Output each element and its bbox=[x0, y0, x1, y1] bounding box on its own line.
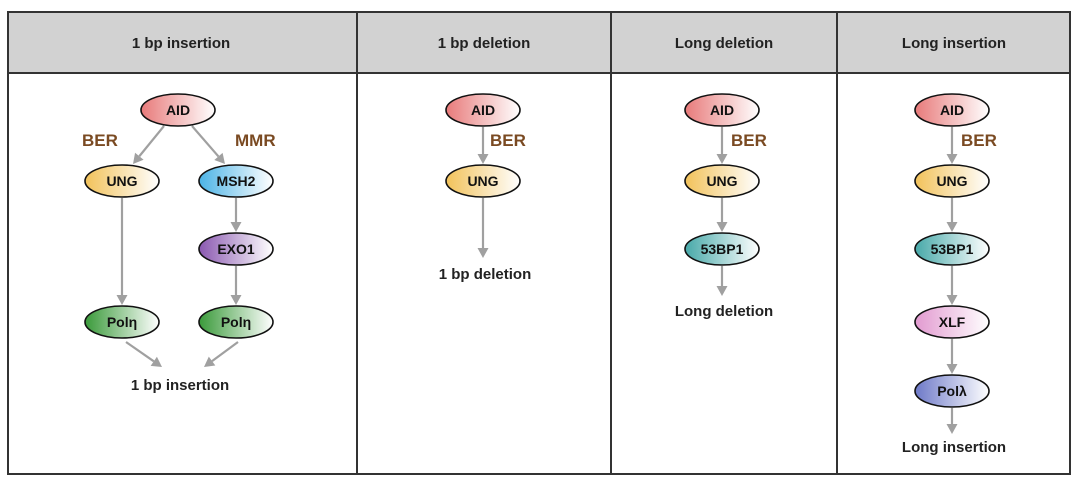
svg-text:AID: AID bbox=[166, 102, 190, 118]
node-xlf: XLF bbox=[914, 305, 990, 339]
node-aid: AID bbox=[445, 93, 521, 127]
svg-text:UNG: UNG bbox=[106, 173, 137, 189]
node-ung: UNG bbox=[84, 164, 160, 198]
flow-arrow bbox=[477, 127, 489, 164]
flow-arrow bbox=[116, 198, 128, 305]
header-1bp-insertion: 1 bp insertion bbox=[132, 35, 230, 52]
flow-arrow bbox=[230, 266, 242, 305]
node-poleta-left: Polη bbox=[84, 305, 160, 339]
svg-text:UNG: UNG bbox=[706, 173, 737, 189]
flow-arrow bbox=[716, 266, 728, 296]
node-53bp1: 53BP1 bbox=[914, 232, 990, 266]
node-aid: AID bbox=[914, 93, 990, 127]
svg-text:53BP1: 53BP1 bbox=[931, 241, 974, 257]
flow-arrow bbox=[946, 198, 958, 232]
arrows bbox=[116, 125, 958, 434]
node-ung: UNG bbox=[914, 164, 990, 198]
node-ung: UNG bbox=[445, 164, 521, 198]
svg-text:EXO1: EXO1 bbox=[217, 241, 255, 257]
node-53bp1: 53BP1 bbox=[684, 232, 760, 266]
svg-text:Polη: Polη bbox=[107, 314, 137, 330]
flow-arrow bbox=[946, 408, 958, 434]
ber-label: BER bbox=[82, 131, 118, 150]
mmr-label: MMR bbox=[235, 131, 276, 150]
flow-arrow bbox=[946, 339, 958, 374]
flow-arrow bbox=[191, 125, 225, 164]
flow-arrow bbox=[946, 266, 958, 305]
outcome-1bp-deletion: 1 bp deletion bbox=[439, 266, 532, 283]
flow-arrow bbox=[204, 341, 239, 367]
node-pollambda: Polλ bbox=[914, 374, 990, 408]
node-ung: UNG bbox=[684, 164, 760, 198]
svg-text:Polλ: Polλ bbox=[937, 383, 967, 399]
header-long-insertion: Long insertion bbox=[902, 35, 1006, 52]
node-aid: AID bbox=[684, 93, 760, 127]
flow-arrow bbox=[716, 127, 728, 164]
flow-arrow bbox=[230, 198, 242, 232]
node-exo1: EXO1 bbox=[198, 232, 274, 266]
svg-text:MSH2: MSH2 bbox=[217, 173, 256, 189]
svg-text:UNG: UNG bbox=[936, 173, 967, 189]
outcome-1bp-insertion: 1 bp insertion bbox=[131, 377, 229, 394]
flow-arrow bbox=[716, 198, 728, 232]
flow-arrow bbox=[133, 125, 165, 164]
ber-label: BER bbox=[731, 131, 767, 150]
header-1bp-deletion: 1 bp deletion bbox=[438, 35, 531, 52]
table-frame bbox=[7, 11, 1071, 475]
node-msh2: MSH2 bbox=[198, 164, 274, 198]
flow-arrow bbox=[125, 341, 162, 367]
svg-text:UNG: UNG bbox=[467, 173, 498, 189]
flow-arrow bbox=[477, 198, 489, 258]
node-aid: AID bbox=[140, 93, 216, 127]
svg-text:53BP1: 53BP1 bbox=[701, 241, 744, 257]
svg-text:Polη: Polη bbox=[221, 314, 251, 330]
ber-label: BER bbox=[961, 131, 997, 150]
node-poleta-right: Polη bbox=[198, 305, 274, 339]
ber-label: BER bbox=[490, 131, 526, 150]
outcome-long-deletion: Long deletion bbox=[675, 303, 773, 320]
outcome-long-insertion: Long insertion bbox=[902, 439, 1006, 456]
svg-text:XLF: XLF bbox=[939, 314, 966, 330]
svg-text:AID: AID bbox=[940, 102, 964, 118]
svg-text:AID: AID bbox=[710, 102, 734, 118]
header-long-deletion: Long deletion bbox=[675, 35, 773, 52]
header-row bbox=[8, 12, 1070, 73]
svg-text:AID: AID bbox=[471, 102, 495, 118]
flow-arrow bbox=[946, 127, 958, 164]
